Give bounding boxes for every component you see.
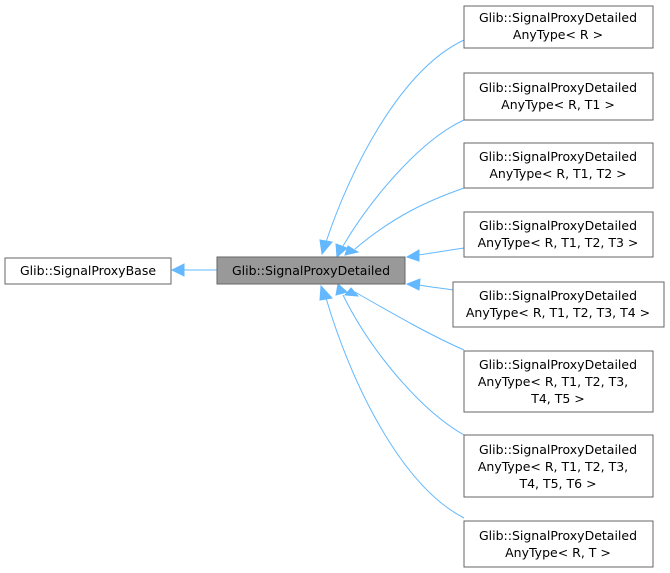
edge-child-6 <box>342 294 465 436</box>
node-child-6-line-2: T4, T5, T6 > <box>518 476 596 491</box>
node-child-0-line-0: Glib::SignalProxyDetailed <box>479 10 637 25</box>
edge-child-4 <box>418 284 454 291</box>
arrowhead-child-2 <box>344 245 360 256</box>
arrowhead-child-4 <box>405 278 421 291</box>
arrowhead-child-7 <box>319 284 333 301</box>
edge-child-0 <box>325 39 465 243</box>
node-child-7[interactable]: Glib::SignalProxyDetailed AnyType< R, T … <box>463 520 654 568</box>
node-child-6-line-1: AnyType< R, T1, T2, T3, <box>478 459 628 474</box>
node-child-3-line-0: Glib::SignalProxyDetailed <box>479 218 637 233</box>
node-current[interactable]: Glib::SignalProxyDetailed <box>216 256 406 285</box>
node-child-5-line-2: T4, T5 > <box>530 391 585 406</box>
arrowhead-child-0 <box>319 239 333 256</box>
node-child-5-line-1: AnyType< R, T1, T2, T3, <box>478 374 628 389</box>
node-child-4[interactable]: Glib::SignalProxyDetailed AnyType< R, T1… <box>452 281 665 328</box>
node-child-2-line-0: Glib::SignalProxyDetailed <box>479 149 637 164</box>
arrowhead-base <box>170 263 185 277</box>
node-child-0[interactable]: Glib::SignalProxyDetailed AnyType< R > <box>463 5 654 49</box>
node-child-2-line-1: AnyType< R, T1, T2 > <box>489 166 626 181</box>
edge-child-7 <box>325 297 465 519</box>
arrowhead-child-6 <box>335 283 349 296</box>
node-child-1-line-0: Glib::SignalProxyDetailed <box>479 80 637 95</box>
edge-child-3 <box>418 247 465 256</box>
node-child-2[interactable]: Glib::SignalProxyDetailed AnyType< R, T1… <box>463 142 654 189</box>
node-child-6[interactable]: Glib::SignalProxyDetailed AnyType< R, T1… <box>463 434 654 498</box>
node-base[interactable]: Glib::SignalProxyBase <box>4 257 172 285</box>
arrowheads <box>170 239 421 301</box>
node-child-3[interactable]: Glib::SignalProxyDetailed AnyType< R, T1… <box>463 211 654 258</box>
edge-child-5 <box>354 291 465 351</box>
node-base-line-0: Glib::SignalProxyBase <box>20 263 156 278</box>
node-child-6-line-0: Glib::SignalProxyDetailed <box>479 442 637 457</box>
node-child-0-line-1: AnyType< R > <box>513 27 603 42</box>
node-child-1[interactable]: Glib::SignalProxyDetailed AnyType< R, T1… <box>463 72 654 121</box>
node-child-7-line-1: AnyType< R, T > <box>505 545 611 560</box>
node-child-4-line-0: Glib::SignalProxyDetailed <box>479 288 637 303</box>
node-child-3-line-1: AnyType< R, T1, T2, T3 > <box>478 235 639 250</box>
node-child-4-line-1: AnyType< R, T1, T2, T3, T4 > <box>466 305 650 320</box>
arrowhead-child-5 <box>343 287 360 297</box>
edges <box>184 39 465 519</box>
arrowhead-child-3 <box>405 249 420 262</box>
node-current-line-0: Glib::SignalProxyDetailed <box>232 263 390 278</box>
node-child-5[interactable]: Glib::SignalProxyDetailed AnyType< R, T1… <box>463 350 654 413</box>
node-child-5-line-0: Glib::SignalProxyDetailed <box>479 357 637 372</box>
node-child-1-line-1: AnyType< R, T1 > <box>501 97 615 112</box>
arrowhead-child-1 <box>335 243 348 259</box>
node-child-7-line-0: Glib::SignalProxyDetailed <box>479 528 637 543</box>
edge-child-2 <box>354 187 465 250</box>
edge-child-1 <box>342 119 465 247</box>
